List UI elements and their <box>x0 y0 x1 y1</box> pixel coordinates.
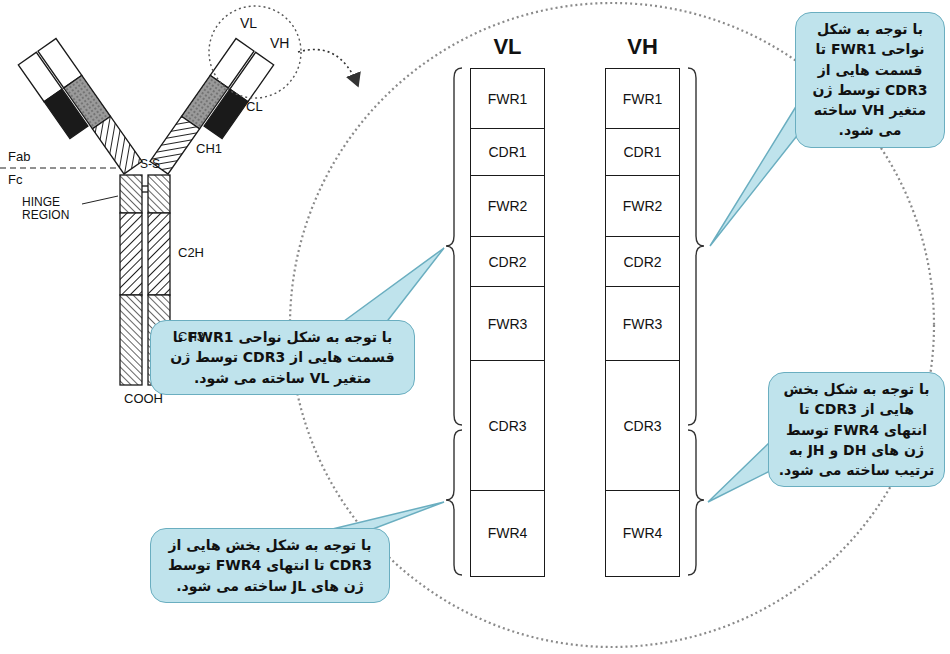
part-label: S-S <box>140 158 160 171</box>
region-label: FWR4 <box>488 525 528 541</box>
region-column: VLFWR1CDR1FWR2CDR2FWR3CDR3FWR4 <box>470 68 545 575</box>
part-label: C2H <box>178 246 204 260</box>
callout-bubble: با توجه به شکل بخش هایی از CDR3 تا انتها… <box>150 528 390 603</box>
region-box: CDR3 <box>470 360 545 492</box>
region-label: FWR4 <box>623 525 663 541</box>
region-box: FWR3 <box>605 286 680 362</box>
right-arm <box>150 39 274 188</box>
region-box: CDR3 <box>605 360 680 492</box>
region-label: FWR1 <box>488 91 528 107</box>
part-label: VL <box>240 16 257 31</box>
callout-bubble: با توجه به شکل نواحی FWR1 تا قسمت هایی ا… <box>795 12 945 148</box>
region-box: FWR1 <box>605 68 680 130</box>
region-box: FWR4 <box>605 490 680 577</box>
region-box: FWR2 <box>470 175 545 238</box>
callout-bubble: با توجه به شکل بخش هایی از CDR3 تا انتها… <box>768 372 945 487</box>
column-heading: VL <box>470 34 545 60</box>
region-box: FWR4 <box>470 490 545 577</box>
callout-text: با توجه به شکل نواحی FWR1 تا قسمت هایی ا… <box>804 19 936 141</box>
callout-text: با توجه به شکل بخش هایی از CDR3 تا انتها… <box>159 535 381 596</box>
region-label: CDR3 <box>488 418 526 434</box>
callout-tails <box>320 100 800 532</box>
zoom-arrow <box>298 50 358 86</box>
region-column: VHFWR1CDR1FWR2CDR2FWR3CDR3FWR4 <box>605 68 680 575</box>
region-box: CDR1 <box>605 128 680 177</box>
region-label: CDR2 <box>623 254 661 270</box>
part-label: CH3 <box>178 330 204 344</box>
hinge-leader <box>82 196 118 204</box>
column-heading: VH <box>605 34 680 60</box>
callout-text: با توجه به شکل بخش هایی از CDR3 تا انتها… <box>777 379 936 480</box>
part-label: Fab <box>8 150 30 164</box>
region-box: FWR1 <box>470 68 545 130</box>
part-label: Fc <box>8 173 22 187</box>
region-box: CDR1 <box>470 128 545 177</box>
region-label: CDR3 <box>623 418 661 434</box>
region-label: CDR1 <box>488 144 526 160</box>
part-label: COOH <box>124 392 163 406</box>
part-label: CL <box>246 100 263 114</box>
region-label: FWR2 <box>623 198 663 214</box>
part-label: CH1 <box>196 142 222 156</box>
region-label: CDR1 <box>623 144 661 160</box>
part-label: HINGE REGION <box>22 196 82 222</box>
fab-fc-line <box>0 168 118 169</box>
region-label: FWR1 <box>623 91 663 107</box>
region-label: FWR3 <box>623 316 663 332</box>
region-box: FWR3 <box>470 286 545 362</box>
region-label: FWR2 <box>488 198 528 214</box>
region-label: FWR3 <box>488 316 528 332</box>
region-box: CDR2 <box>605 236 680 288</box>
focus-circle <box>209 6 301 98</box>
part-label: VH <box>270 36 289 51</box>
region-label: CDR2 <box>488 254 526 270</box>
left-arm <box>18 39 142 188</box>
region-box: CDR2 <box>470 236 545 288</box>
region-box: FWR2 <box>605 175 680 238</box>
